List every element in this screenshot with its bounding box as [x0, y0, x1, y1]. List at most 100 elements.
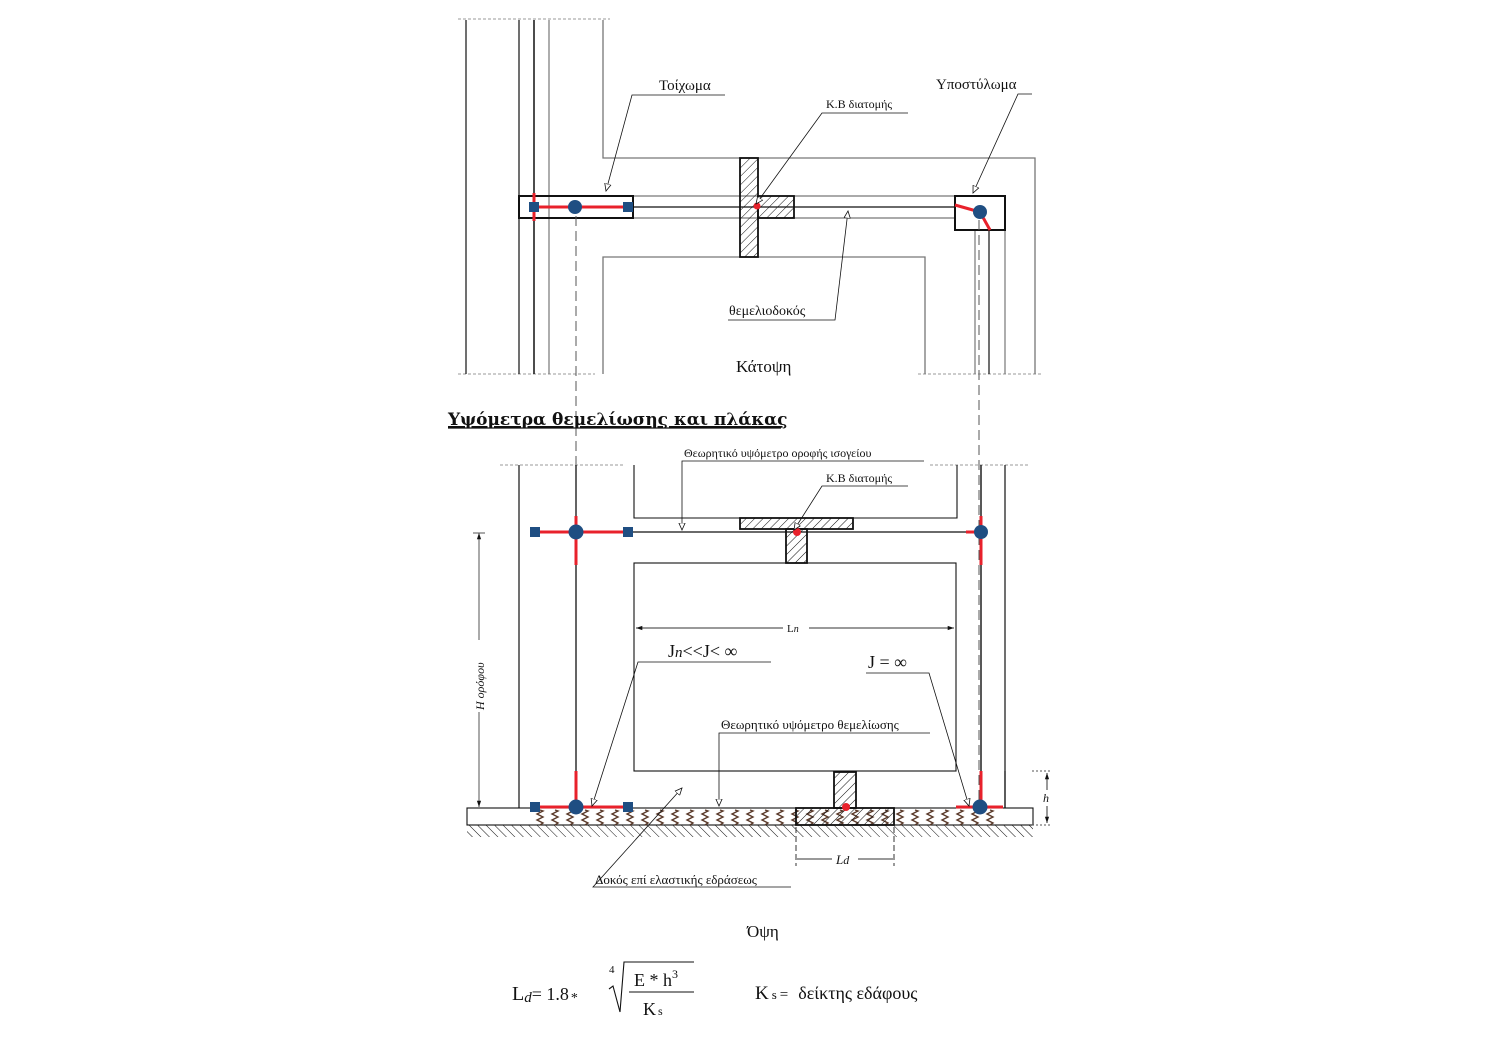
spring-icon [925, 809, 935, 826]
leader-column [973, 93, 1032, 193]
j-subscript: n [675, 645, 683, 661]
lhs-symbol: L [512, 983, 524, 1005]
opening-outline [633, 562, 957, 772]
spring-icon [535, 809, 545, 826]
leader-partial-stiffness [592, 661, 771, 806]
formula-times: * [571, 991, 578, 1006]
label-foundation-level: Θεωρητικό υψόμετρο θεμελίωσης [721, 717, 900, 732]
spring-icon [580, 809, 590, 826]
plan-caption: Κάτοψη [736, 357, 791, 376]
label-partial-stiffness: Jn<<J< ∞ [668, 641, 737, 661]
leader-wall [606, 94, 725, 191]
dim-label-bg [1040, 790, 1054, 806]
leader-elastic-beam [592, 788, 791, 888]
h-label: h [1043, 791, 1049, 805]
ln-symbol: L [787, 623, 794, 635]
numerator-exponent: 3 [672, 967, 678, 981]
j-relation: <<J< ∞ [683, 641, 738, 661]
centroid-dot [753, 202, 761, 210]
label-roof-level: Θεωρητικό υψόμετρο οροφής ισογείου [684, 446, 871, 460]
spring-icon [985, 809, 995, 826]
node-square [530, 527, 540, 537]
label-column: Υποστύλωμα [936, 77, 1017, 93]
plan-view: Τοίχωμα Υποστύλωμα Κ.Β διατομής θεμελιοδ… [458, 18, 1042, 810]
ld-subscript: d [843, 853, 850, 867]
spring-icon [640, 809, 650, 826]
elastic-springs [535, 809, 995, 826]
section-caption: Όψη [746, 922, 779, 941]
spring-icon [760, 809, 770, 826]
foundation-t-web [833, 771, 857, 809]
spring-icon [715, 809, 725, 826]
ln-subscript: n [794, 624, 799, 635]
node-square [623, 527, 633, 537]
t-section-flange [757, 195, 795, 219]
label-foundation-beam: θεμελιοδοκός [729, 304, 806, 319]
leader-beam [728, 211, 848, 321]
label-infinite-stiffness: J = ∞ [868, 652, 907, 672]
node-circle [973, 205, 987, 219]
spring-icon [685, 809, 695, 826]
node-circle [972, 799, 988, 815]
section-heading: Υψόμετρα θεμελίωσης και πλάκας [447, 410, 788, 430]
dim-label-bg [472, 640, 486, 712]
ln-label: Ln [787, 623, 799, 635]
leader-centroid [794, 485, 908, 530]
spring-icon [625, 809, 635, 826]
slab-outline-top [602, 20, 1036, 374]
node-square [530, 802, 540, 812]
spring-icon [940, 809, 950, 826]
j-symbol: J [668, 641, 675, 661]
ld-label: Ld [835, 852, 850, 867]
spring-icon [655, 809, 665, 826]
def-subscript: s [772, 987, 777, 1002]
denominator-symbol: K [643, 999, 656, 1019]
def-equals: = [780, 987, 788, 1003]
spring-icon [895, 809, 905, 826]
spring-icon [745, 809, 755, 826]
numerator-text: E * h [634, 970, 672, 990]
spring-icon [550, 809, 560, 826]
lhs-subscript: d [524, 990, 532, 1006]
node-circle [568, 799, 584, 815]
label-wall: Τοίχωμα [659, 78, 711, 94]
leader-infinite-stiffness [866, 672, 969, 806]
dim-label-bg [832, 851, 858, 867]
spring-icon [610, 809, 620, 826]
leader-foundation-level [719, 732, 930, 806]
label-centroid-section: Κ.Β διατομής [826, 471, 892, 485]
spring-icon [730, 809, 740, 826]
radical-sign [608, 961, 694, 1013]
slab-outline-top [633, 465, 958, 519]
section-view: Υψόμετρα θεμελίωσης και πλάκας [447, 410, 1054, 941]
node-circle [568, 524, 584, 540]
ld-symbol: L [835, 852, 843, 867]
node-circle [974, 525, 988, 539]
spring-icon [910, 809, 920, 826]
def-symbol: K [755, 983, 769, 1004]
spring-icon [700, 809, 710, 826]
spring-icon [775, 809, 785, 826]
dim-label-bg [783, 620, 809, 634]
leader-centroid [756, 112, 908, 204]
def-text: δείκτης εδάφους [798, 983, 917, 1003]
formula-numerator: E * h3 [634, 967, 678, 990]
node-square [529, 202, 539, 212]
ground-hatch [467, 825, 1033, 837]
storey-height-label: H ορόφου [473, 662, 487, 711]
roof-t-flange [739, 517, 854, 530]
centroid-dot [842, 803, 850, 811]
spring-icon [955, 809, 965, 826]
slab-outline-bottom [602, 256, 926, 374]
node-square [623, 802, 633, 812]
column-element [954, 195, 1006, 231]
node-circle [568, 200, 582, 214]
node-square [623, 202, 633, 212]
spring-icon [670, 809, 680, 826]
formula-lhs: Ld= 1.8* [512, 983, 578, 1006]
root-index: 4 [609, 964, 615, 976]
